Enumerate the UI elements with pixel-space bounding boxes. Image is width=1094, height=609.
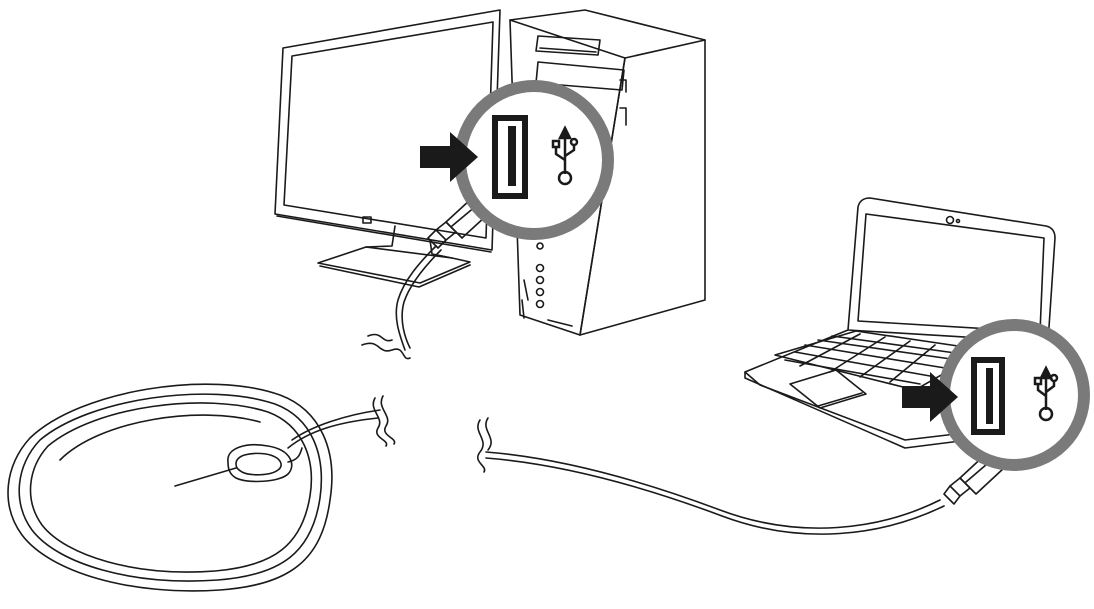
mouse-cable-to-tower <box>362 246 441 359</box>
tower-usb-callout <box>460 86 608 234</box>
cable-break-mark <box>373 396 491 472</box>
laptop-usb-callout <box>944 325 1084 465</box>
mouse <box>8 384 380 591</box>
mouse-cable-to-laptop <box>486 452 944 534</box>
